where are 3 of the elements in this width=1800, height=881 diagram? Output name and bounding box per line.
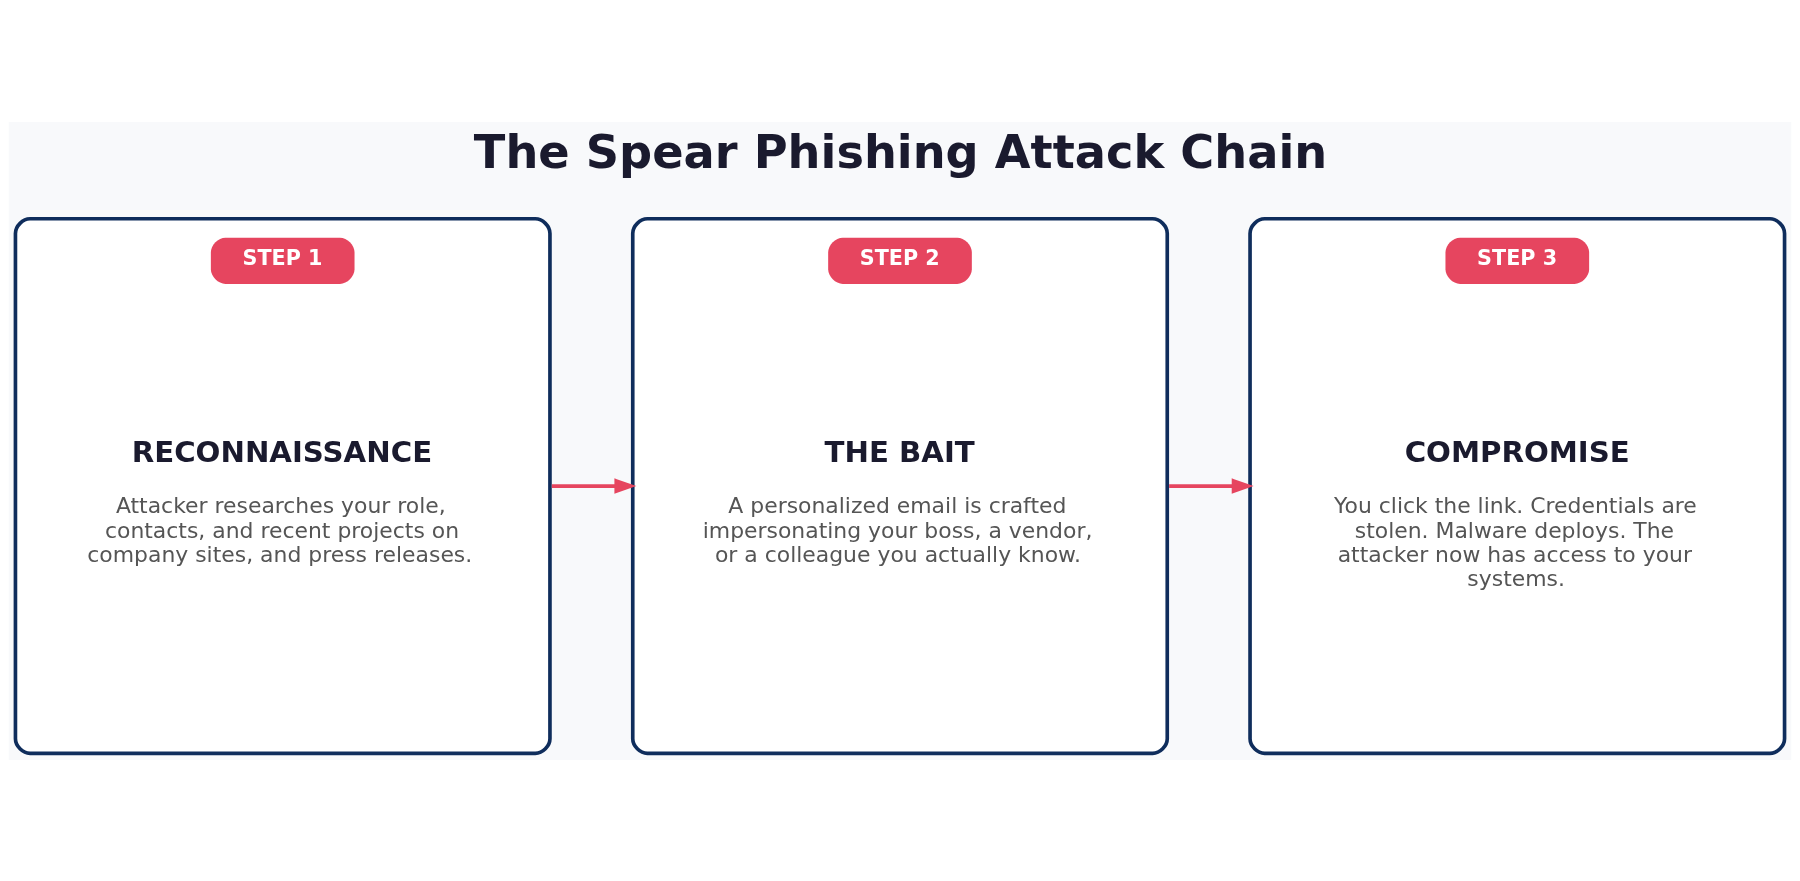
- arrow: [551, 477, 637, 494]
- arrow: [1169, 477, 1254, 494]
- diagram-title: The Spear Phishing Attack Chain: [473, 124, 1328, 179]
